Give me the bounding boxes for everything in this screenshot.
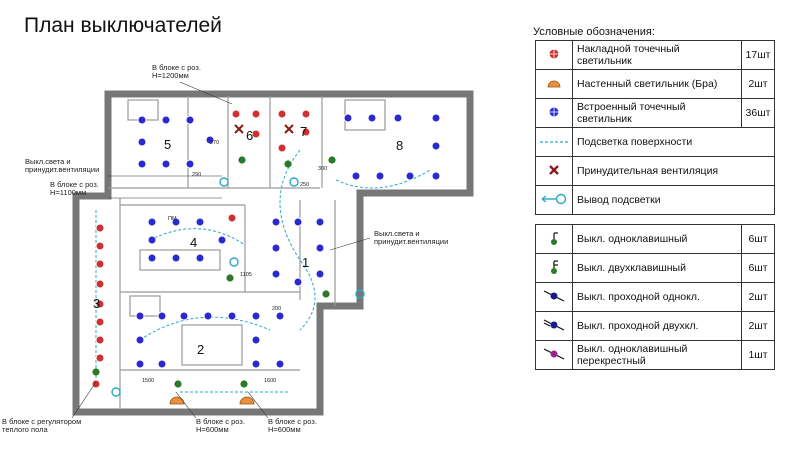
room-number: 7 [300,124,308,139]
legend-row: Вывод подсветки [535,185,775,215]
room-number: 8 [396,138,404,153]
legend-row: Принудительная вентиляция [535,156,775,186]
svg-text:200: 200 [272,306,281,312]
page-title: План выключателей [24,14,222,37]
legend-label: Выкл. одноклавишный [572,224,742,254]
legend-switches-table: Выкл. одноклавишный 6шт Выкл. двухклавиш… [535,224,775,370]
legend-row: Настенный светильник (Бра) 2шт [535,69,775,99]
legend-row: Выкл. одноклавишный перекрестный 1шт [535,340,775,370]
legend-label: Принудительная вентиляция [572,156,775,186]
legend-row: Выкл. проходной однокл. 2шт [535,282,775,312]
room-number: 6 [246,128,254,143]
legend-label: Настенный светильник (Бра) [572,69,742,99]
legend-label: Выкл. двухклавишный [572,253,742,283]
backlight-outlet-icon [541,193,567,204]
svg-text:300: 300 [318,166,327,172]
legend-label: Подсветка поверхности [572,127,775,157]
room-number: 4 [190,235,198,250]
legend-count: 2шт [741,311,775,341]
legend-row: Накладной точечный светильник 17шт [535,40,775,70]
annotation-socket-bottom-2: В блоке с роз. Н=600мм [268,417,317,434]
passthrough-double-switch-icon [543,318,565,331]
svg-text:1105: 1105 [240,272,252,278]
legend-label: Встроенный точечный светильник [572,98,742,128]
svg-text:270: 270 [210,140,219,146]
annotation-light-vent-left: Выкл.света и принудит.вентиляции [25,157,100,174]
legend-row: Подсветка поверхности [535,127,775,157]
annotation-floor-regulator: В блоке с регулятором теплого пола [2,417,82,434]
annotation-socket-top: В блоке с роз. Н=1200мм [152,63,201,80]
legend-row: Выкл. проходной двухкл. 2шт [535,311,775,341]
recessed-spotlight-icon [548,106,560,117]
surface-spotlight-icon [548,48,560,59]
legend-label: Вывод подсветки [572,185,775,215]
cross-switch-icon [543,347,565,360]
room-number: 5 [164,137,172,152]
legend-row: Выкл. двухклавишный 6шт [535,253,775,283]
annotation-socket-left: В блоке с роз. Н=1100мм [50,180,99,197]
forced-ventilation-icon [549,164,559,175]
legend-title: Условные обозначения: [533,26,655,38]
legend-lights-table: Накладной точечный светильник 17шт Насте… [535,40,775,215]
legend-count: 36шт [741,98,775,128]
svg-text:250: 250 [300,182,309,188]
annotation-socket-bottom-1: В блоке с роз. Н=600мм [196,417,245,434]
room-number: 2 [197,342,205,357]
legend-label: Выкл. проходной двухкл. [572,311,742,341]
annotation-light-vent-right: Выкл.света и принудит.вентиляции [374,229,449,246]
legend-label: Накладной точечный светильник [572,40,742,70]
legend-count: 6шт [741,253,775,283]
single-switch-icon [551,231,558,245]
legend-count: 2шт [741,282,775,312]
legend-label: Выкл. проходной однокл. [572,282,742,312]
svg-text:290: 290 [192,172,201,178]
svg-text:1500: 1500 [142,378,154,384]
wall-sconce-icon [547,80,561,87]
svg-text:1600: 1600 [264,378,276,384]
legend-count: 17шт [741,40,775,70]
room-number: 1 [302,255,310,270]
legend-count: 1шт [741,340,775,370]
passthrough-single-switch-icon [543,289,565,302]
double-switch-icon [551,259,558,274]
svg-text:ПМ: ПМ [168,216,177,222]
room-number: 3 [93,296,101,311]
legend-count: 2шт [741,69,775,99]
legend-count: 6шт [741,224,775,254]
legend-row: Встроенный точечный светильник 36шт [535,98,775,128]
legend-label: Выкл. одноклавишный перекрестный [572,340,742,370]
legend-row: Выкл. одноклавишный 6шт [535,224,775,254]
surface-backlight-icon [540,141,568,143]
floor-plan: 270 290 250 300 1105 200 1500 1600 ПМ [71,81,474,419]
